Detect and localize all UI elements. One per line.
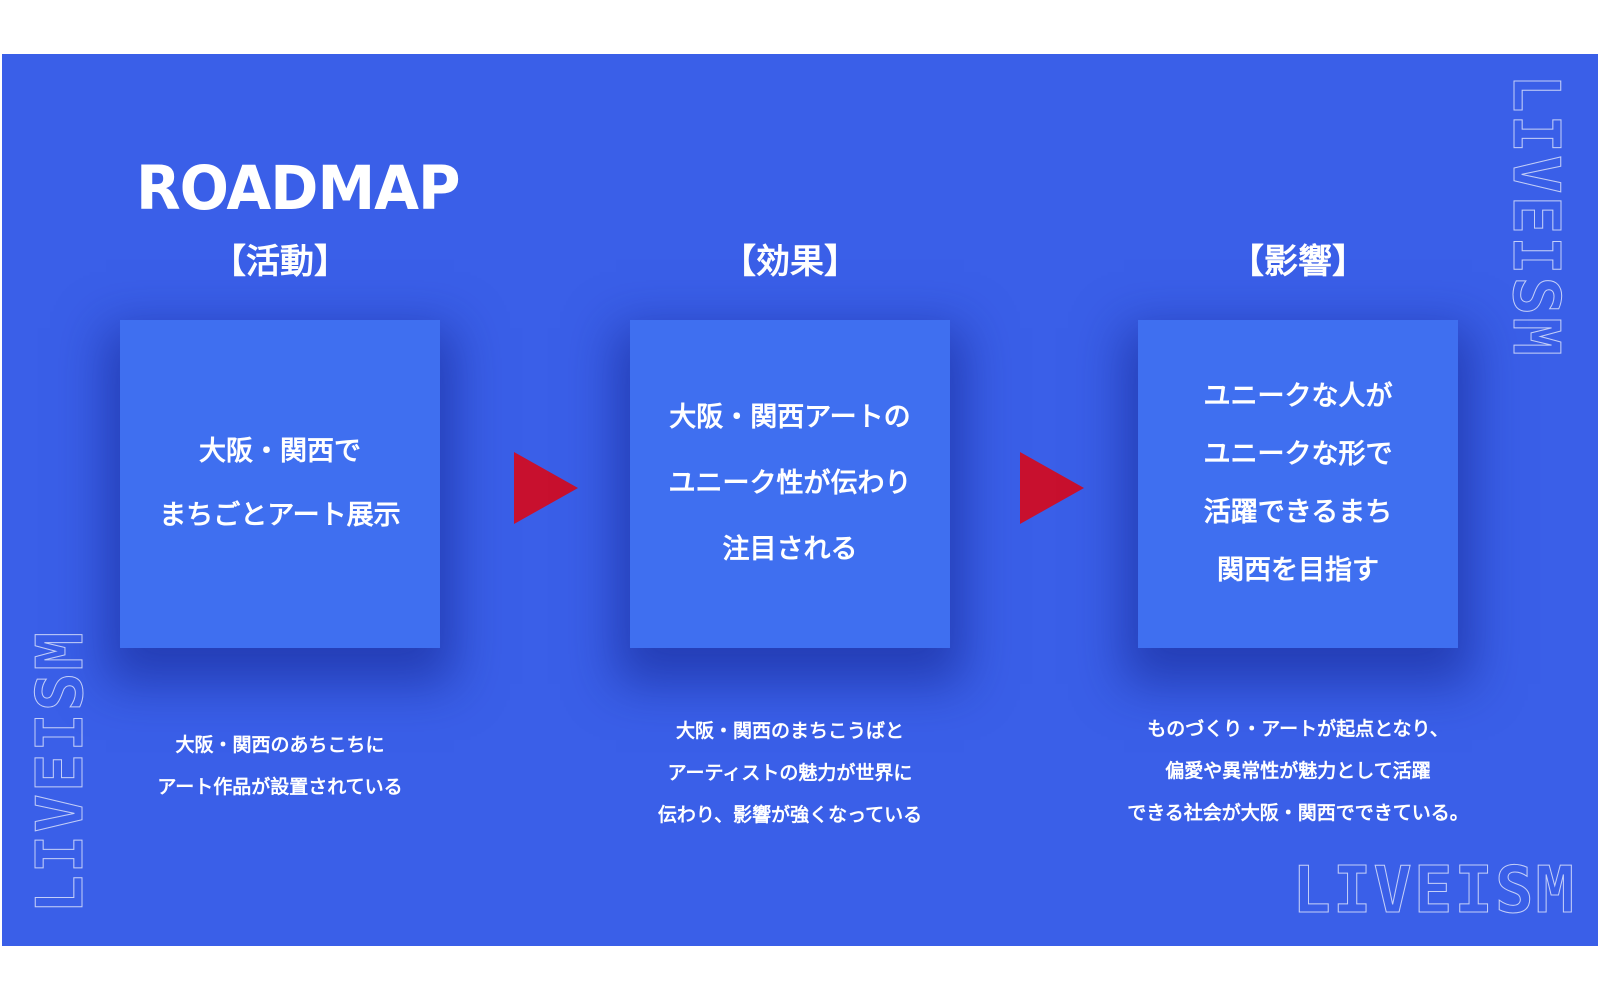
card-activity: 大阪・関西で まちごとアート展示 [120,320,440,648]
card-line: 大阪・関西で [199,436,361,467]
roadmap-slide: ROADMAP 【活動】 大阪・関西で まちごとアート展示 大阪・関西のあちこち… [2,54,1598,946]
card-effect: 大阪・関西アートの ユニーク性が伝わり 注目される [630,320,950,648]
description-line: 大阪・関西のあちこちに [175,734,385,756]
description-effect: 大阪・関西のまちこうばと アーティストの魅力が世界に 伝わり、影響が強くなってい… [590,710,990,836]
card-line: ユニークな人が [1203,381,1393,412]
card-line: ユニークな形で [1203,439,1393,470]
column-heading-impact: 【影響】 [1230,242,1366,282]
card-line: 大阪・関西アートの [669,402,911,433]
description-line: できる社会が大阪・関西でできている。 [1127,802,1469,824]
logo-mark-bottom: LIVEISM [1292,854,1576,929]
description-impact: ものづくり・アートが起点となり、 偏愛や異常性が魅力として活躍 できる社会が大阪… [1098,708,1498,834]
column-heading-activity: 【活動】 [212,242,348,282]
card-line: 活躍できるまち [1203,497,1393,528]
description-activity: 大阪・関西のあちこちに アート作品が設置されている [80,724,480,808]
logo-mark-left: LIVEISM [24,630,99,915]
card-line: 注目される [722,534,858,565]
card-impact: ユニークな人が ユニークな形で 活躍できるまち 関西を目指す [1138,320,1458,648]
description-line: 大阪・関西のまちこうばと [675,720,904,742]
card-line: 関西を目指す [1217,555,1379,586]
description-line: 偏愛や異常性が魅力として活躍 [1165,760,1431,782]
page-title: ROADMAP [136,152,461,224]
description-line: ものづくり・アートが起点となり、 [1147,718,1449,740]
column-heading-effect: 【効果】 [722,242,858,282]
arrow-right-icon [1020,452,1084,524]
description-line: 伝わり、影響が強くなっている [657,804,923,826]
card-line: ユニーク性が伝わり [668,468,912,499]
logo-mark-right: LIVEISM [1498,74,1573,359]
arrow-right-icon [514,452,578,524]
description-line: アーティストの魅力が世界に [667,762,913,784]
card-line: まちごとアート展示 [159,500,401,531]
description-line: アート作品が設置されている [157,776,403,798]
